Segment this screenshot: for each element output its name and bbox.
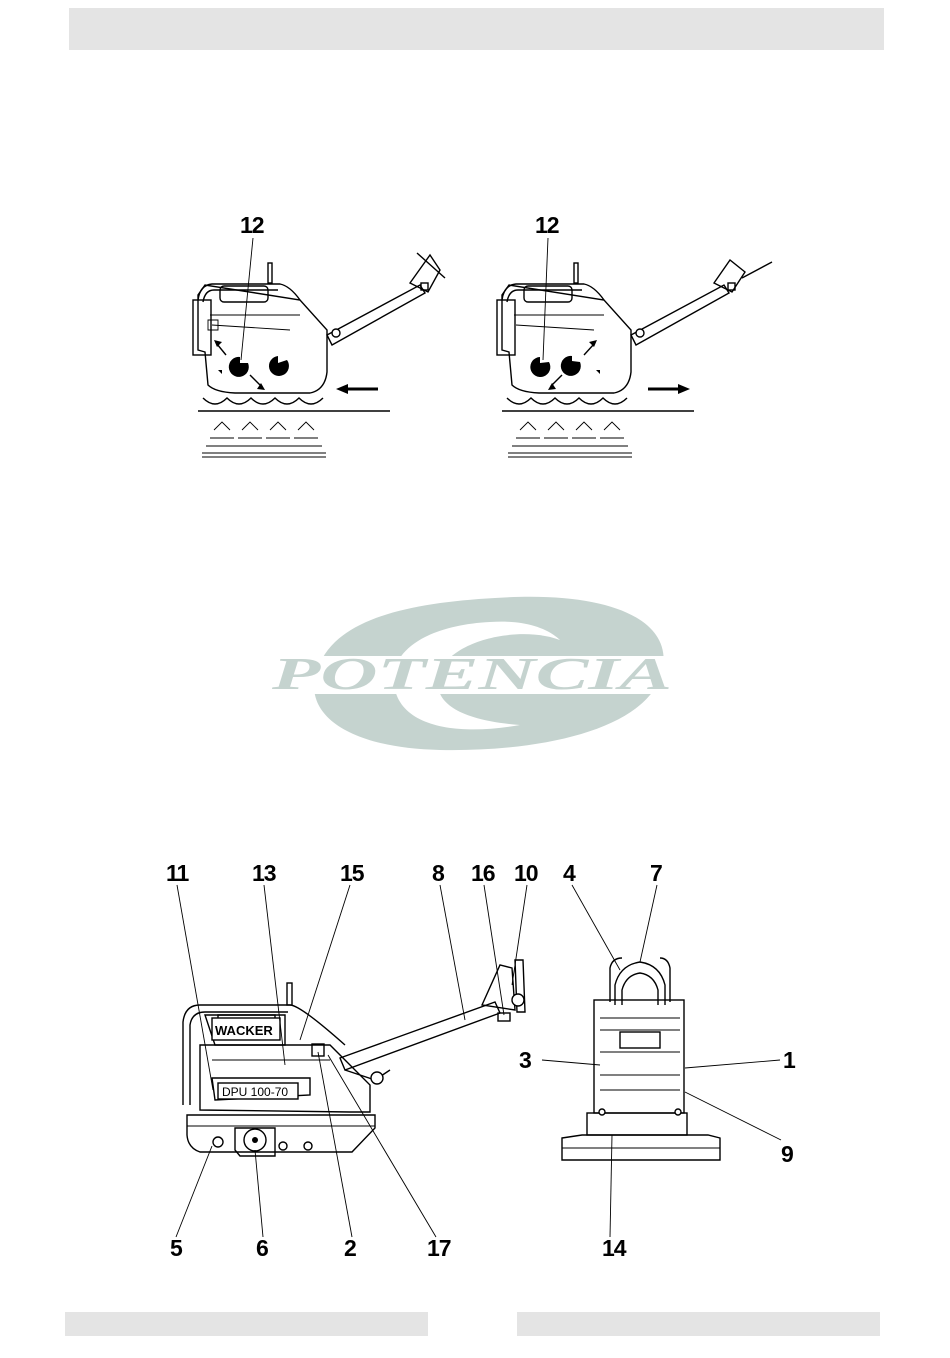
footer-bar-right (517, 1312, 880, 1336)
compactor-side-view: WACKER DPU 100-70 (176, 885, 527, 1237)
brand-plate: WACKER (215, 1023, 273, 1038)
model-plate: DPU 100-70 (222, 1085, 288, 1099)
compactor-front-view (542, 885, 781, 1237)
footer-bar-left (65, 1312, 428, 1336)
